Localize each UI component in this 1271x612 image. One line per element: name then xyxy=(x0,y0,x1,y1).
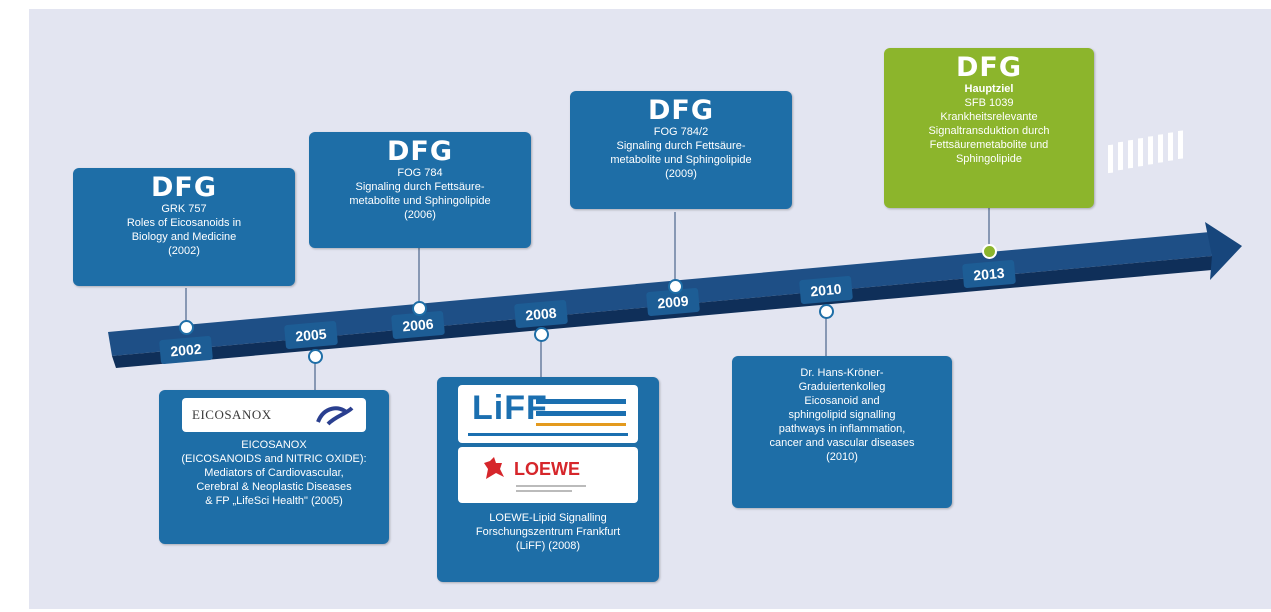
loewe-subtext-bar xyxy=(516,485,586,487)
milestone-box-2002: DFG GRK 757 Roles of Eicosanoids in Biol… xyxy=(73,168,295,286)
milestone-box-2009: DFG FOG 784/2 Signaling durch Fettsäure-… xyxy=(570,91,792,209)
box-line: Graduiertenkolleg xyxy=(798,381,886,393)
dot-2009 xyxy=(668,279,683,294)
arrow-head xyxy=(1205,222,1242,280)
box-line: pathways in inflammation, xyxy=(778,423,906,435)
dfg-logo: DFG xyxy=(386,136,454,167)
dfg-logo: DFG xyxy=(647,95,715,126)
box-line: Signaling durch Fettsäure- xyxy=(616,140,746,152)
loewe-subtext-bar xyxy=(516,490,572,492)
box-line: Biology and Medicine xyxy=(131,231,237,243)
box-line: Forschungszentrum Frankfurt xyxy=(475,526,621,538)
box-line: SFB 1039 xyxy=(964,97,1014,109)
year-tag-2002: 2002 xyxy=(159,335,213,365)
box-line: metabolite und Sphingolipide xyxy=(610,154,752,166)
box-line: (2010) xyxy=(826,451,858,463)
box-line: (2006) xyxy=(404,209,436,221)
dot-2002 xyxy=(179,320,194,335)
box-line: Krankheitsrelevante xyxy=(940,111,1038,123)
liff-logo-text: LiFF xyxy=(472,389,548,427)
box-padding xyxy=(732,356,952,366)
liff-logo: LiFF xyxy=(458,385,638,443)
box-line: (EICOSANOIDS and NITRIC OXIDE): xyxy=(181,453,367,465)
year-label: 2009 xyxy=(656,292,690,312)
year-label: 2008 xyxy=(524,304,558,324)
milestone-box-2006: DFG FOG 784 Signaling durch Fettsäure- m… xyxy=(309,132,531,248)
box-line: (LiFF) (2008) xyxy=(515,540,581,552)
background-edge xyxy=(0,609,1271,612)
milestone-box-2013: DFG Hauptziel SFB 1039 Krankheitsrelevan… xyxy=(884,48,1094,208)
box-line: cancer and vascular diseases xyxy=(769,437,915,449)
year-tag-2008: 2008 xyxy=(514,299,568,329)
liff-logo-bar xyxy=(536,399,626,404)
dot-2005 xyxy=(308,349,323,364)
box-line: LOEWE-Lipid Signalling xyxy=(489,512,607,524)
box-line: Sphingolipide xyxy=(955,153,1023,165)
box-line: Cerebral & Neoplastic Diseases xyxy=(196,481,352,493)
box-line: Hauptziel xyxy=(964,83,1014,95)
liff-logo-bar xyxy=(536,411,626,416)
eicosanox-logo: EICOSANOX xyxy=(182,398,366,432)
year-tag-2010: 2010 xyxy=(799,275,853,305)
year-tag-2013: 2013 xyxy=(962,259,1016,289)
dot-2010 xyxy=(819,304,834,319)
box-line: Signaling durch Fettsäure- xyxy=(355,181,485,193)
year-label: 2006 xyxy=(401,315,435,335)
box-line: Fettsäuremetabolite und xyxy=(929,139,1049,151)
milestone-box-2005: EICOSANOX EICOSANOX (EICOSANOIDS and NIT… xyxy=(159,390,389,544)
box-line: GRK 757 xyxy=(161,203,207,215)
loewe-logo: LOEWE xyxy=(458,447,638,503)
box-line: FOG 784 xyxy=(397,167,443,179)
year-label: 2013 xyxy=(972,264,1006,284)
dot-2008 xyxy=(534,327,549,342)
dfg-logo: DFG xyxy=(955,52,1023,83)
box-line: Eicosanoid and xyxy=(804,395,880,407)
box-line: Roles of Eicosanoids in xyxy=(126,217,242,229)
box-line: FOG 784/2 xyxy=(653,126,709,138)
milestone-box-2010: Dr. Hans-Kröner- Graduiertenkolleg Eicos… xyxy=(732,356,952,508)
box-line: (2002) xyxy=(168,245,200,257)
liff-logo-underline xyxy=(468,433,628,436)
dot-2013 xyxy=(982,244,997,259)
box-line: (2009) xyxy=(665,168,697,180)
eicosanox-logo-text: EICOSANOX xyxy=(192,407,272,422)
box-line: metabolite und Sphingolipide xyxy=(349,195,491,207)
year-label: 2005 xyxy=(294,325,328,345)
eicosanox-emblem-icon xyxy=(316,406,354,426)
loewe-lion-icon xyxy=(484,457,504,479)
dfg-logo: DFG xyxy=(150,172,218,203)
year-tag-2005: 2005 xyxy=(284,320,338,350)
dot-2006 xyxy=(412,301,427,316)
box-line: sphingolipid signalling xyxy=(788,409,896,421)
box-line: & FP „LifeSci Health" (2005) xyxy=(205,495,343,507)
box-line: Signaltransduktion durch xyxy=(928,125,1050,137)
arrow-stripes xyxy=(1108,130,1183,174)
box-line: EICOSANOX xyxy=(241,439,307,451)
year-label: 2010 xyxy=(809,280,843,300)
liff-logo-bar xyxy=(536,423,626,426)
box-line: Mediators of Cardiovascular, xyxy=(204,467,344,479)
milestone-box-2008: LiFF LOEWE LOEWE-Lipid Signalling Forsch… xyxy=(437,377,659,582)
loewe-logo-text: LOEWE xyxy=(514,459,580,479)
box-line: Dr. Hans-Kröner- xyxy=(800,367,884,379)
year-label: 2002 xyxy=(169,340,203,360)
